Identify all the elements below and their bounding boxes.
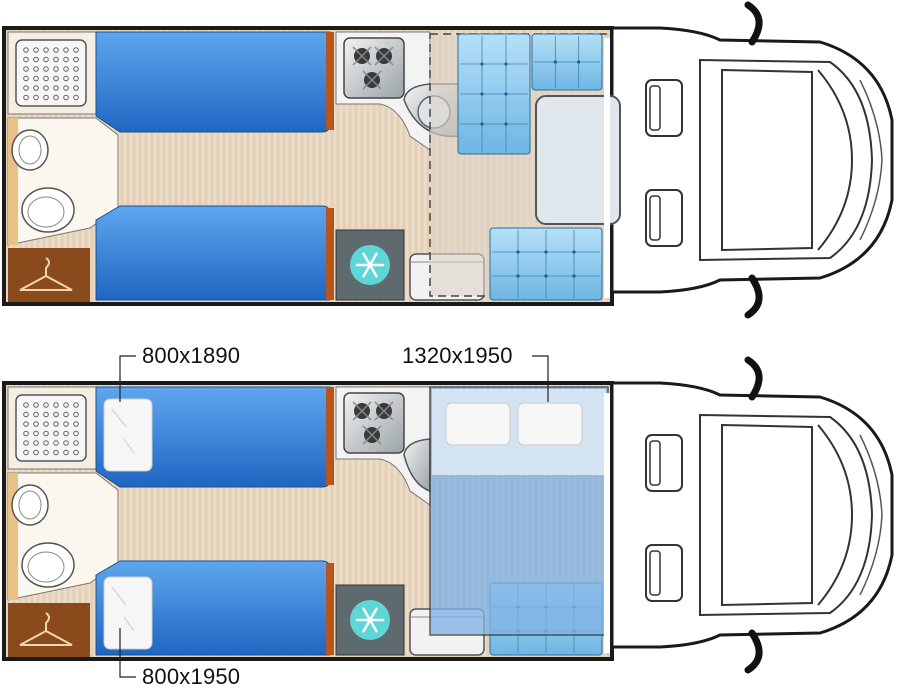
bench-seat-bottom — [489, 227, 603, 301]
windscreen-line — [817, 424, 854, 606]
bed-divider — [326, 387, 334, 485]
toilet-icon — [21, 187, 75, 233]
dimension-label-twin-bed-bottom: 800x1950 — [142, 664, 241, 689]
pillow — [445, 402, 511, 446]
mirror-icon — [744, 1, 763, 46]
toilet-icon — [21, 542, 75, 588]
cab-bonnet — [699, 413, 874, 617]
cab-seat — [645, 189, 683, 247]
bed-divider — [326, 208, 334, 300]
dimension-label-drop-down-bed: 1320x1950 — [402, 343, 513, 368]
pillow-crease — [111, 586, 135, 632]
bed-divider — [326, 32, 334, 130]
dimension-label-twin-bed-top: 800x1890 — [142, 343, 241, 368]
twin-bed-bottom — [95, 205, 331, 301]
cab-join — [604, 393, 610, 653]
hob-icon — [343, 37, 405, 99]
leader-drop-down-bed — [532, 355, 549, 402]
floorplan-day — [2, 1, 894, 319]
bumper-line — [859, 434, 883, 596]
cab-roof — [721, 68, 813, 252]
cab — [610, 1, 894, 319]
pillow-crease — [111, 408, 135, 454]
cab — [610, 356, 894, 674]
bench-seat-top — [457, 33, 531, 155]
mirror-icon — [744, 274, 763, 319]
washbasin-icon — [11, 129, 49, 171]
hanger-icon — [19, 612, 73, 646]
cab-seat — [645, 544, 683, 602]
snowflake-icon — [350, 600, 390, 640]
shower-tray-icon — [15, 394, 87, 462]
hanger-icon — [19, 257, 73, 291]
mirror-icon — [744, 629, 763, 674]
pillow — [103, 576, 153, 650]
floorplan-night — [2, 356, 894, 674]
dinette-table — [535, 95, 621, 225]
washroom-wall-trim — [8, 473, 18, 600]
leader-twin-bed-bottom — [119, 628, 136, 678]
cab-seat-back — [649, 550, 661, 596]
dimension-leaders — [119, 355, 549, 678]
cab-roof — [721, 423, 813, 607]
cab-join — [604, 38, 610, 298]
cab-seat-back — [649, 440, 661, 486]
cab-seat — [645, 434, 683, 492]
bench-back-top — [531, 33, 603, 91]
cab-seat — [645, 79, 683, 137]
twin-bed-top — [95, 31, 331, 133]
cab-bonnet — [699, 58, 874, 262]
wardrobe — [8, 248, 90, 302]
pillow — [103, 398, 153, 472]
leader-twin-bed-top — [119, 355, 136, 402]
bumper-line — [859, 79, 883, 241]
cab-seat-back — [649, 195, 661, 241]
bed-divider — [326, 563, 334, 655]
washbasin-icon — [11, 484, 49, 526]
wardrobe — [8, 603, 90, 657]
washroom-wall-trim — [8, 118, 18, 245]
pillow — [517, 402, 583, 446]
mirror-icon — [744, 356, 763, 401]
cab-seat-back — [649, 85, 661, 131]
hob-icon — [343, 392, 405, 454]
snowflake-icon — [350, 245, 390, 285]
windscreen-line — [817, 69, 854, 251]
shower-tray-icon — [15, 39, 87, 107]
